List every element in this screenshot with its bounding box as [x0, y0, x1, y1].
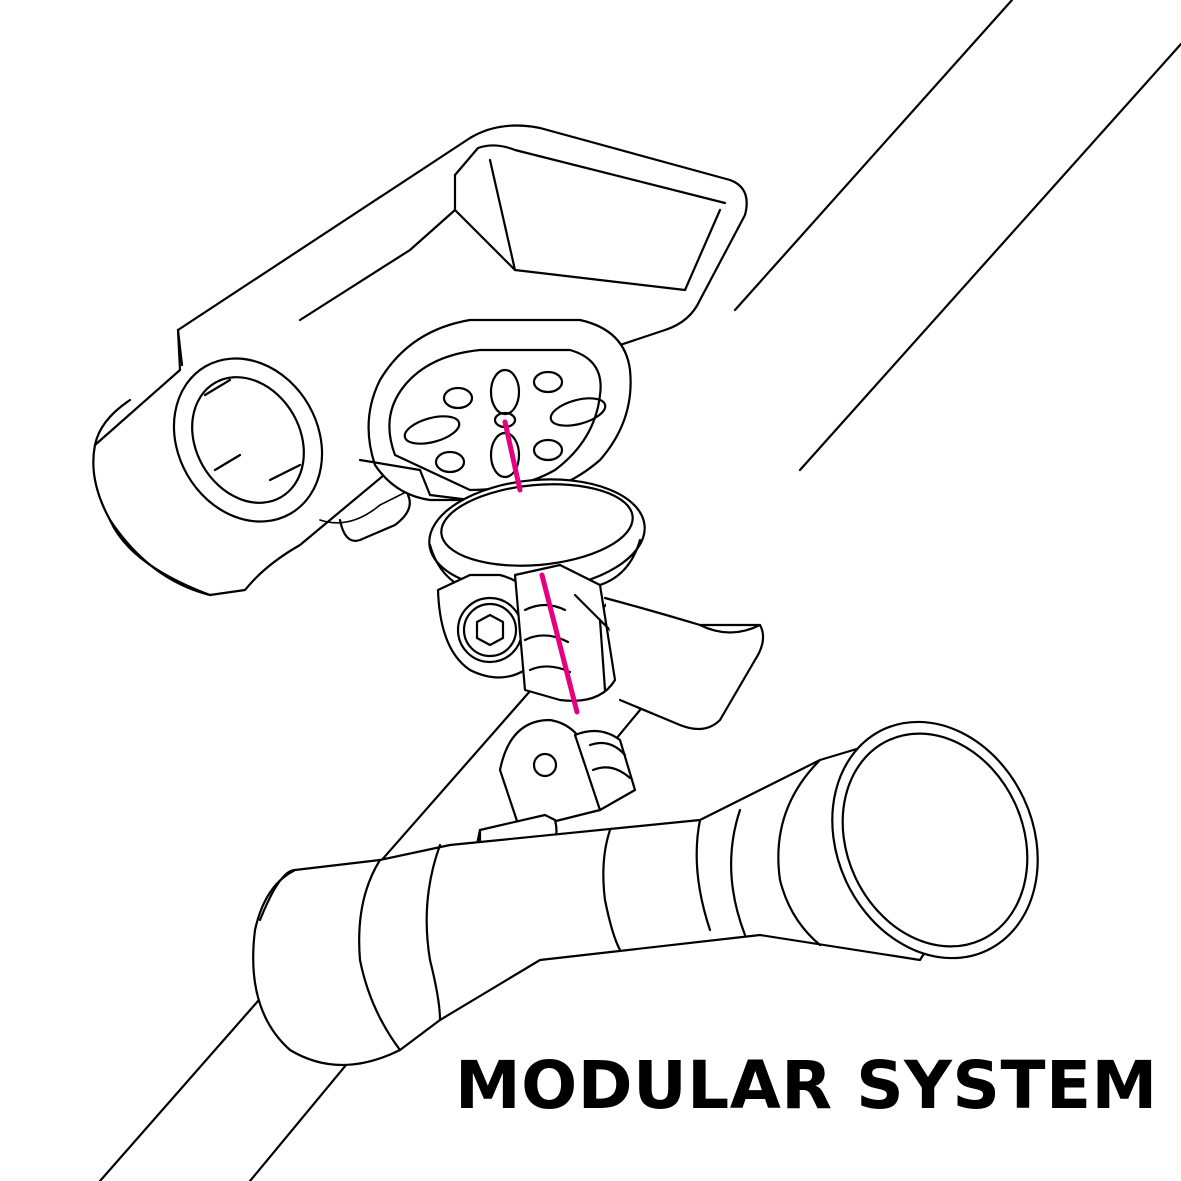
action-camera-mount-adapter: [436, 563, 765, 731]
connection-guides: [502, 419, 580, 715]
light: [252, 720, 1039, 1066]
mount-clamp-ring: [172, 357, 411, 542]
caption-title: MODULAR SYSTEM: [455, 1047, 1158, 1124]
guide-line-lower: [539, 572, 580, 715]
guide-line-upper: [502, 419, 523, 493]
